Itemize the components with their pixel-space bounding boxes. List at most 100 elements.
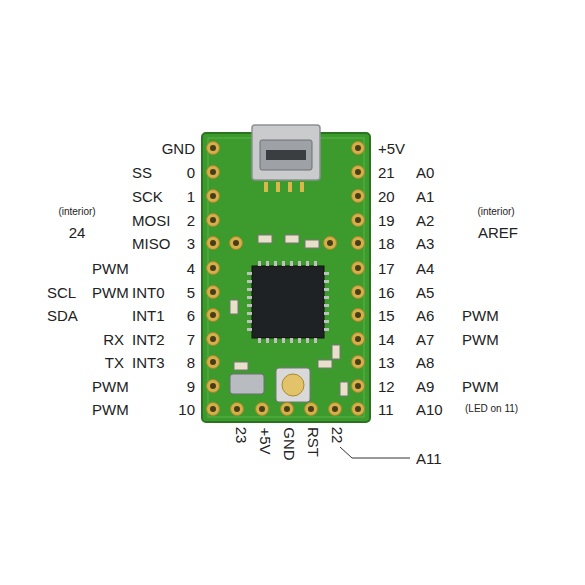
pin-label: 2 xyxy=(187,213,195,228)
crystal xyxy=(230,374,264,394)
chip-leg xyxy=(306,338,309,343)
pin-label: 0 xyxy=(187,165,195,180)
note-label: (interior) xyxy=(58,207,95,217)
pin-pad xyxy=(207,356,220,369)
pin-label: 9 xyxy=(187,379,195,394)
pin-label: 16 xyxy=(378,285,395,300)
leader-line xyxy=(340,447,410,458)
chip-leg xyxy=(266,338,269,343)
pin-pad xyxy=(352,333,365,346)
pin-label: 13 xyxy=(378,355,395,370)
pin-row xyxy=(207,142,365,416)
smd-part xyxy=(285,235,299,243)
pin-pad xyxy=(352,262,365,275)
pin-label: +5V xyxy=(258,427,273,454)
pin-hole xyxy=(210,383,216,389)
reset-button-body xyxy=(276,368,310,402)
pin-hole xyxy=(355,193,361,199)
pin-label: 5 xyxy=(187,285,195,300)
chip-leg xyxy=(247,288,252,291)
pin-pad xyxy=(352,403,365,416)
smd-part xyxy=(305,240,319,248)
pin-pad xyxy=(352,237,365,250)
pin-hole xyxy=(355,240,361,246)
pin-hole xyxy=(355,359,361,365)
pin-pad xyxy=(256,403,269,416)
pin-pad xyxy=(207,214,220,227)
pin-hole xyxy=(355,383,361,389)
chip-leg xyxy=(247,328,252,331)
pin-label: GND xyxy=(282,427,297,460)
pin-label: MISO xyxy=(132,236,170,251)
pin-label: A11 xyxy=(416,451,442,466)
pin-hole xyxy=(355,336,361,342)
pin-hole xyxy=(327,240,333,246)
chip-leg xyxy=(324,312,329,315)
usb-lead xyxy=(288,182,292,192)
pin-pad xyxy=(352,166,365,179)
chip-leg xyxy=(282,261,285,266)
pin-hole xyxy=(210,217,216,223)
pin-label: INT2 xyxy=(132,332,165,347)
note-label: (LED on 11) xyxy=(465,404,518,414)
pin-hole xyxy=(210,289,216,295)
pin-hole xyxy=(210,406,216,412)
pin-label: AREF xyxy=(478,225,518,240)
usb-lead xyxy=(300,182,304,192)
pin-pad xyxy=(352,309,365,322)
smd-part xyxy=(332,345,340,359)
microcontroller xyxy=(252,266,324,338)
pin-pad xyxy=(207,380,220,393)
chip-leg xyxy=(298,261,301,266)
pin-label: A3 xyxy=(416,236,434,251)
chip-leg xyxy=(298,338,301,343)
pin-label: SDA xyxy=(47,308,78,323)
pin-hole xyxy=(355,265,361,271)
pin-pad xyxy=(352,190,365,203)
pin-hole xyxy=(308,406,314,412)
pin-pad xyxy=(352,142,365,155)
chip-leg xyxy=(324,320,329,323)
pin-pad xyxy=(305,403,318,416)
chip-leg xyxy=(324,304,329,307)
pin-label: A5 xyxy=(416,285,434,300)
pin-hole xyxy=(355,289,361,295)
chip-leg xyxy=(324,280,329,283)
pin-label: A10 xyxy=(416,402,443,417)
pin-pad xyxy=(230,237,243,250)
pin-hole xyxy=(355,312,361,318)
pin-label: A0 xyxy=(416,165,434,180)
chip-leg xyxy=(266,261,269,266)
pin-label: 18 xyxy=(378,236,395,251)
pin-label: A9 xyxy=(416,379,434,394)
pin-hole xyxy=(210,193,216,199)
pin-label: A1 xyxy=(416,189,434,204)
note-label: (interior) xyxy=(477,207,514,217)
pin-label: A8 xyxy=(416,355,434,370)
chip-leg xyxy=(324,272,329,275)
chip-leg xyxy=(247,312,252,315)
pin-label: SS xyxy=(132,165,152,180)
pin-pad xyxy=(324,237,337,250)
pin-label: 24 xyxy=(69,225,86,240)
pin-label: 14 xyxy=(378,332,395,347)
chip-leg xyxy=(324,296,329,299)
pin-pad xyxy=(207,403,220,416)
pin-hole xyxy=(210,336,216,342)
pin-pad xyxy=(352,214,365,227)
smd-part xyxy=(318,360,332,368)
pin-pad xyxy=(207,237,220,250)
chip-leg xyxy=(258,338,261,343)
pin-label: PWM xyxy=(92,402,129,417)
pin-label: 6 xyxy=(187,308,195,323)
pin-label: +5V xyxy=(378,141,405,156)
pin-hole xyxy=(355,169,361,175)
usb-connector xyxy=(252,125,320,180)
pin-hole xyxy=(332,406,338,412)
pin-label: 4 xyxy=(187,261,195,276)
pin-label: 1 xyxy=(187,189,195,204)
pin-hole xyxy=(210,145,216,151)
pin-label: INT0 xyxy=(132,285,165,300)
pin-pad xyxy=(207,333,220,346)
